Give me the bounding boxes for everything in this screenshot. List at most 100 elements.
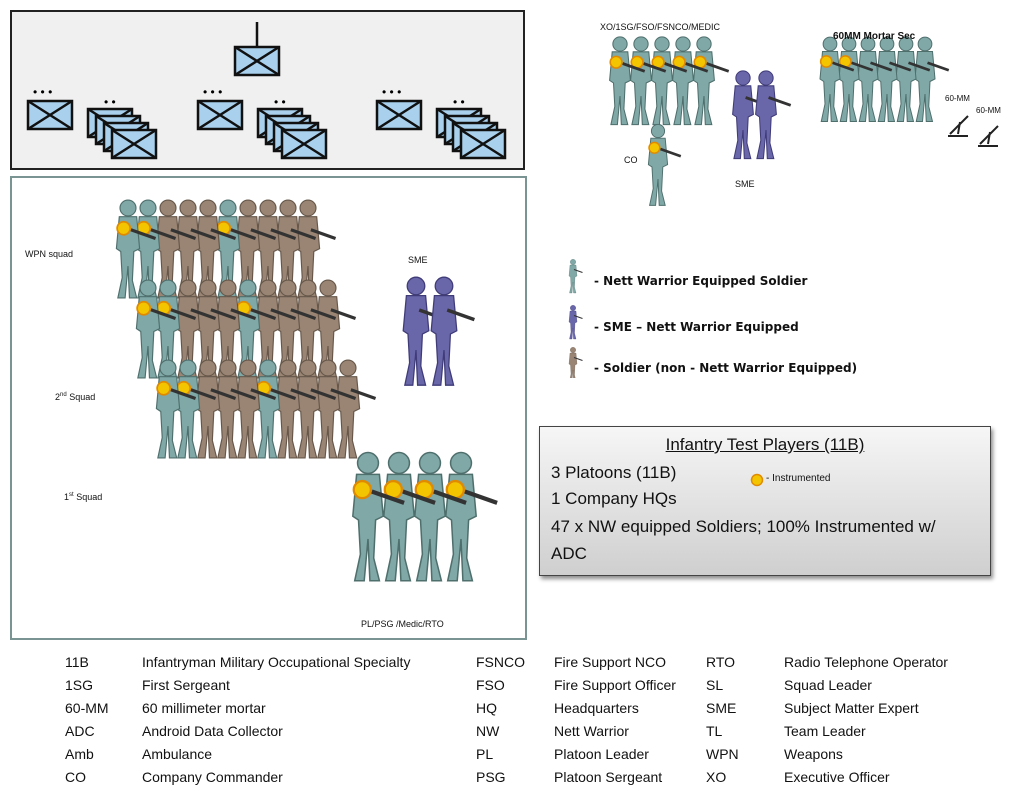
glossary-col2-abbr: FSNCO FSO HQ NW PL PSG [476,651,525,789]
soldier-figure [155,359,197,459]
glossary-col1-abbr: 11B 1SG 60-MM ADC Amb CO [65,651,109,789]
test-players-title: Infantry Test Players (11B) [665,435,865,454]
nw-soldier-count: 47 x NW equipped Soldiers; 100% Instrume… [551,517,936,536]
glossary-def: Weapons [784,746,843,762]
soldier-figure [445,451,498,582]
mortar-icons [948,115,999,147]
soldier-figure [115,199,157,299]
soldier-figure [693,36,730,126]
adc-line: ADC [551,544,587,563]
glossary-abbr: Amb [65,746,94,762]
svg-text:• •: • • [453,95,465,109]
glossary-abbr: 11B [65,654,89,670]
glossary-def: 60 millimeter mortar [142,700,266,716]
legend-non-nw-soldier: - Soldier (non - Nett Warrior Equipped) [594,361,858,375]
co-label: CO [624,155,638,165]
glossary-def: Headquarters [554,700,639,716]
glossary-abbr: RTO [706,654,736,670]
squad-2-label: 2nd Squad [55,392,96,402]
soldier-figure [630,36,667,126]
legend-non-nw-icon [568,347,583,378]
platoon-group-2: • • • • • [196,85,326,158]
glossary-col2-def: Fire Support NCO Fire Support Officer He… [554,651,676,789]
glossary-abbr: CO [65,769,86,785]
legend-nw-soldier: - Nett Warrior Equipped Soldier [594,274,808,288]
glossary-abbr: TL [706,723,723,739]
soldier-figure [819,36,855,122]
glossary-abbr: SL [706,677,724,693]
sme-figure [755,70,792,160]
legend-sme-icon [568,305,583,340]
squad-1-label: 1st Squad [64,492,103,502]
glossary-def: Platoon Sergeant [554,769,663,785]
glossary-def: Executive Officer [784,769,890,785]
soldier-figure [335,359,377,459]
glossary-abbr: 1SG [65,677,94,693]
glossary-abbr: ADC [65,723,95,739]
soldier-figure [914,36,950,122]
soldier-figure [383,451,436,582]
platoon-sme-label: SME [408,255,428,265]
company-hq-count: 1 Company HQs [551,489,677,508]
glossary-abbr: HQ [476,700,497,716]
glossary-abbr: 60-MM [65,700,109,716]
glossary-abbr: SME [706,700,737,716]
glossary-abbr: WPN [706,746,739,762]
glossary-def: Ambulance [142,746,213,762]
pl-psg-label: PL/PSG /Medic/RTO [361,619,444,629]
test-players-box: Infantry Test Players (11B) 3 Platoons (… [539,426,991,576]
glossary-def: Platoon Leader [554,746,649,762]
glossary-def: Company Commander [142,769,283,785]
org-chart-panel: • • • • • • • • • • • • • • • [10,10,525,170]
glossary-def: Squad Leader [784,677,872,693]
platoon-group-3: • • • • • [375,85,505,158]
glossary-def: Team Leader [784,723,866,739]
company-hq-figures [609,36,950,206]
company-unit-symbol [233,22,281,77]
mortar-label-2: 60-MM [976,106,1001,115]
soldier-figure [135,279,177,379]
glossary-def: Fire Support Officer [554,677,676,693]
glossary-abbr: XO [706,769,727,785]
soldier-figure [352,451,405,582]
mortar-section-title: 60MM Mortar Sec [833,31,916,42]
hq-label: XO/1SG/FSO/FSNCO/MEDIC [600,22,721,32]
legend-nw-icon [568,259,583,294]
legend-icons [568,259,583,378]
hq-sme-label: SME [735,179,755,189]
platoons-count: 3 Platoons (11B) [551,463,677,482]
glossary-col3-def: Radio Telephone Operator Squad Leader Su… [784,651,948,789]
svg-text:• • •: • • • [382,85,401,99]
org-chart-symbols: • • • • • • • • • • • • • • • [26,22,525,170]
glossary-abbr: FSO [476,677,505,693]
glossary-def: First Sergeant [142,677,230,693]
legend-sme: - SME – Nett Warrior Equipped [594,320,799,334]
svg-text:• • •: • • • [33,85,52,99]
wpn-squad-label: WPN squad [25,249,74,259]
glossary-def: Subject Matter Expert [784,700,919,716]
soldier-figure [672,36,709,126]
svg-text:• •: • • [274,95,286,109]
glossary-def: Radio Telephone Operator [784,654,948,670]
glossary-col3-abbr: RTO SL SME TL WPN XO [706,651,739,789]
svg-text:• • •: • • • [203,85,222,99]
instrumented-label: - Instrumented [766,473,831,484]
glossary-abbr: NW [476,723,500,739]
glossary-abbr: PSG [476,769,506,785]
glossary-def: Infantryman Military Occupational Specia… [142,654,411,670]
glossary-abbr: PL [476,746,494,762]
platoon-panel: WPN squad 2nd Squad 1st Squad SME PL/PSG… [10,176,527,640]
soldier-figure [609,36,646,126]
glossary-col1-def: Infantryman Military Occupational Specia… [142,651,410,789]
platoon-figures [115,199,498,582]
glossary-def: Nett Warrior [554,723,629,739]
glossary-abbr: FSNCO [476,654,525,670]
glossary-def: Fire Support NCO [554,654,667,670]
sme-figure [430,276,475,386]
glossary-def: Android Data Collector [142,723,283,739]
platoon-group-1: • • • • • [26,85,156,158]
instrumented-icon [750,473,764,487]
mortar-label-1: 60-MM [945,94,970,103]
co-figure [647,123,682,206]
svg-text:• •: • • [104,95,116,109]
